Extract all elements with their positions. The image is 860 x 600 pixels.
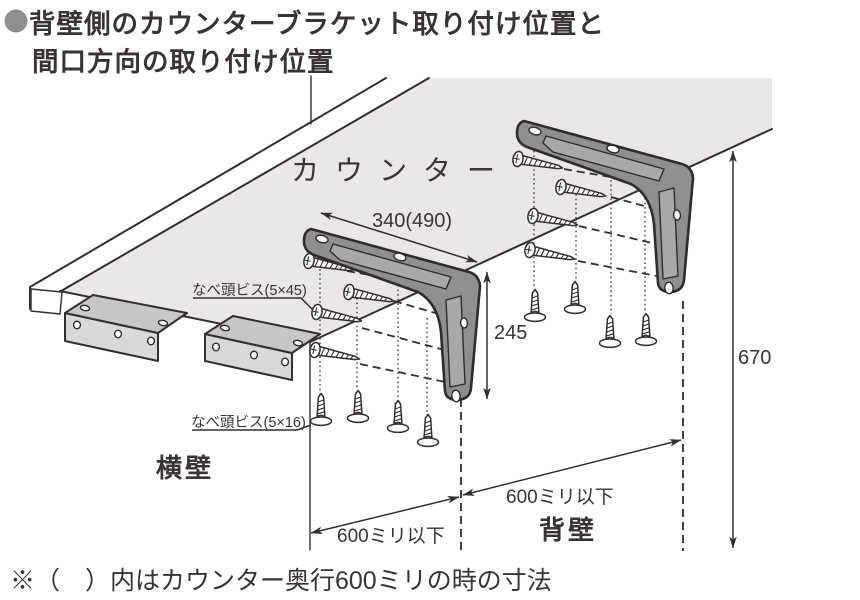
counter-end-cap <box>30 288 63 315</box>
side-wall-label: 横壁 <box>156 453 214 483</box>
screw-5x45-label: なべ頭ビス(5×45) <box>192 282 307 299</box>
counter-backwall-junction <box>309 128 773 343</box>
page-title-line1: 背壁側のカウンターブラケット取り付け位置と <box>29 9 605 39</box>
dim-line-600-right <box>462 439 682 496</box>
page-title-line2: 間口方向の取り付け位置 <box>32 47 335 77</box>
title-bullet-icon <box>4 9 28 33</box>
dim-600-right-label: 600ミリ以下 <box>506 487 614 508</box>
dim-340-label: 340(490) <box>372 210 452 232</box>
label-leader-lines <box>192 297 313 431</box>
dim-245-label: 245 <box>494 322 527 344</box>
screw-5x16-label: なべ頭ビス(5×16) <box>191 414 306 431</box>
dim-line-340 <box>320 212 478 263</box>
counter-label: カウンター <box>291 155 511 186</box>
wall-corner-line <box>309 75 312 551</box>
side-wall-plate-left <box>64 294 188 362</box>
dimension-lines <box>310 150 737 549</box>
bracket-foot-dashed-lines <box>460 301 684 551</box>
back-wall-label: 背壁 <box>539 515 597 545</box>
side-wall-plate-right <box>204 315 321 381</box>
footnote: ※（ ）内はカウンター奥行600ミリの時の寸法 <box>10 567 552 595</box>
dim-600-left-label: 600ミリ以下 <box>337 526 445 547</box>
dim-line-600-left <box>310 496 460 534</box>
dim-670-label: 670 <box>738 347 771 369</box>
